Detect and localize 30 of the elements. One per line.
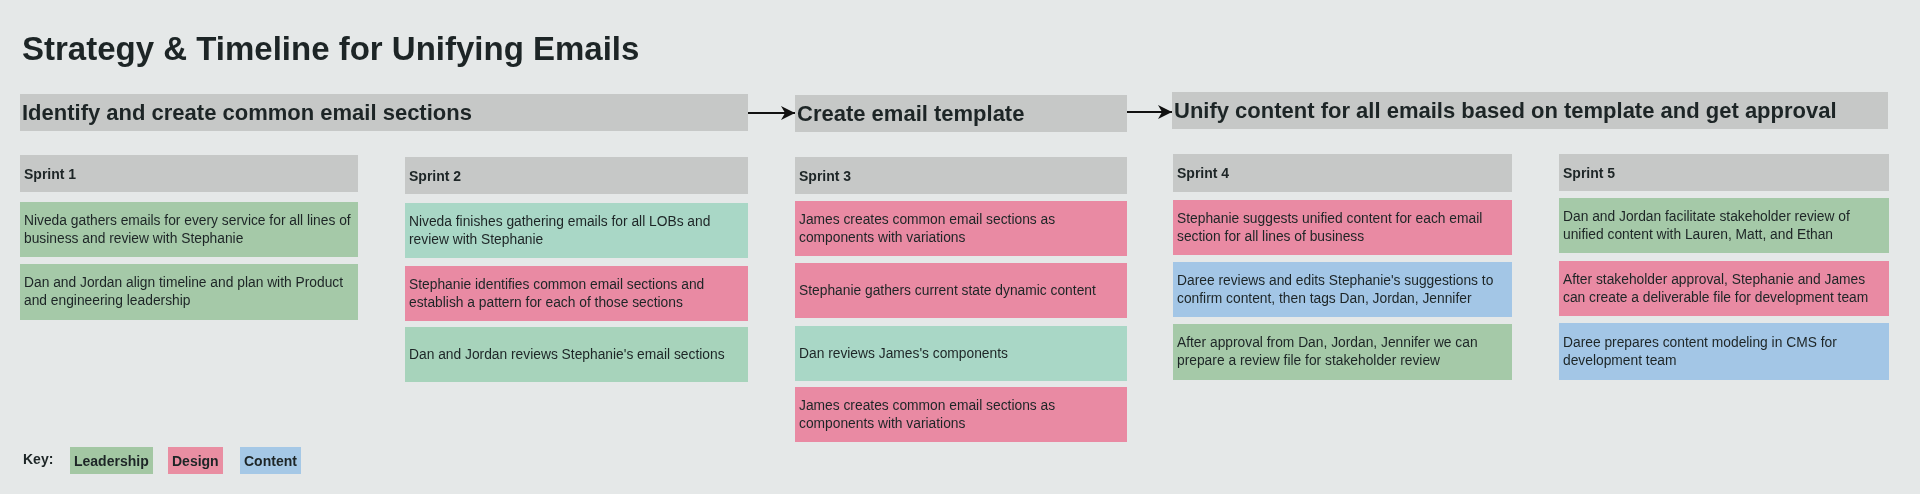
task-card: After approval from Dan, Jordan, Jennifer we can prepare a review file for stakeholder review [1173,324,1512,380]
task-card: Dan and Jordan reviews Stephanie's email sections [405,327,748,382]
phase-header: Identify and create common email sections [20,94,748,131]
task-card: Stephanie suggests unified content for each email section for all lines of business [1173,200,1512,255]
task-card: Niveda gathers emails for every service for all lines of business and review with Stephanie [20,202,358,257]
sprint-header: Sprint 5 [1559,154,1889,191]
legend-key: Design [168,447,223,474]
legend-heading: Key: [23,451,54,467]
task-card: Niveda finishes gathering emails for all LOBs and review with Stephanie [405,203,748,258]
arrow [747,106,796,120]
task-card: James creates common email sections as components with variations [795,201,1127,256]
task-card: Daree reviews and edits Stephanie's suggestions to confirm content, then tags Dan, Jordan, Jennifer [1173,262,1512,317]
sprint-header: Sprint 3 [795,157,1127,194]
phase-header: Create email template [795,95,1127,132]
legend-key: Leadership [70,447,153,474]
phase-header: Unify content for all emails based on template and get approval [1172,92,1888,129]
legend-key: Content [240,447,301,474]
task-card: Stephanie identifies common email sections and establish a pattern for each of those sections [405,266,748,321]
task-card: Dan and Jordan facilitate stakeholder review of unified content with Lauren, Matt, and Ethan [1559,198,1889,253]
task-card: Stephanie gathers current state dynamic content [795,263,1127,318]
task-card: Dan and Jordan align timeline and plan with Product and engineering leadership [20,264,358,320]
task-card: James creates common email sections as components with variations [795,387,1127,442]
task-card: Dan reviews James's components [795,326,1127,381]
task-card: Daree prepares content modeling in CMS for development team [1559,323,1889,380]
sprint-header: Sprint 2 [405,157,748,194]
sprint-header: Sprint 4 [1173,154,1512,192]
task-card: After stakeholder approval, Stephanie and James can create a deliverable file for development team [1559,261,1889,316]
diagram-title: Strategy & Timeline for Unifying Emails [22,30,640,68]
arrow [1126,105,1173,119]
sprint-header: Sprint 1 [20,155,358,192]
